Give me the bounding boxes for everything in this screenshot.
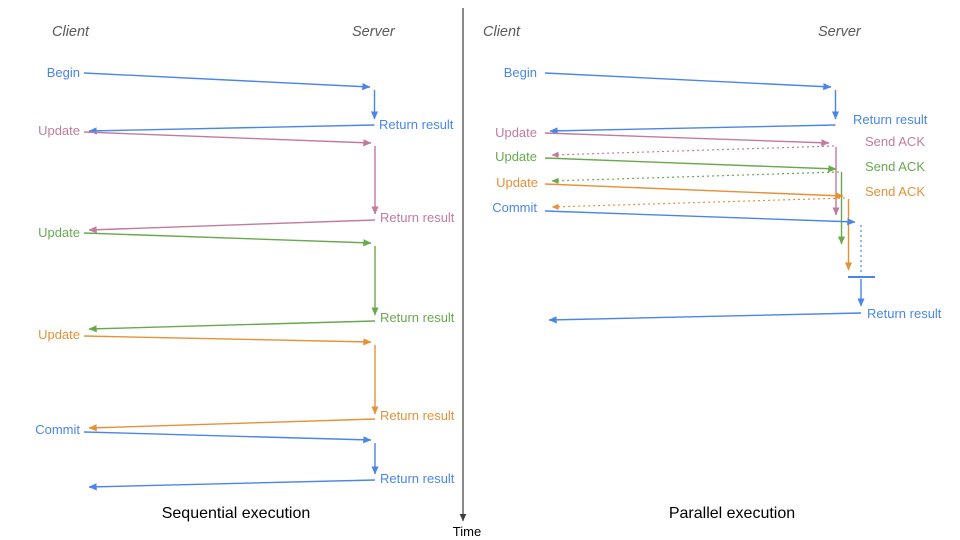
left-update-1-flow <box>83 131 379 234</box>
right-caption: Parallel execution <box>669 505 795 522</box>
request-line <box>83 431 372 444</box>
response-line <box>88 418 376 432</box>
right-update-3-flow <box>544 183 853 271</box>
left-commit-flow <box>83 431 379 491</box>
left-caption: Sequential execution <box>162 505 311 522</box>
response-label: Return result <box>380 471 455 486</box>
request-label: Begin <box>504 65 537 80</box>
request-label: Update <box>495 125 537 140</box>
ack-line <box>551 197 846 210</box>
response-line <box>88 219 376 234</box>
right-begin-flow <box>544 72 840 135</box>
response-line <box>548 312 862 324</box>
ack-label: Send ACK <box>865 159 925 174</box>
request-line <box>83 131 372 147</box>
right-server-header: Server <box>818 24 862 40</box>
ack-label: Send ACK <box>865 134 925 149</box>
ack-label: Send ACK <box>865 184 925 199</box>
time-axis-label: Time <box>453 524 481 539</box>
request-line <box>83 335 372 346</box>
request-line <box>544 210 856 226</box>
request-line <box>544 157 837 173</box>
response-label: Return result <box>380 210 455 225</box>
request-label: Update <box>38 327 80 342</box>
request-label: Update <box>38 123 80 138</box>
response-label: Return result <box>380 408 455 423</box>
request-line <box>83 232 372 247</box>
request-label: Begin <box>47 65 80 80</box>
left-update-2-flow <box>83 232 379 333</box>
right-update-2-flow <box>544 157 846 245</box>
response-line <box>88 479 376 491</box>
response-line <box>88 124 375 135</box>
request-line <box>544 132 830 147</box>
request-label: Commit <box>492 200 537 215</box>
response-line <box>88 320 376 333</box>
ack-line <box>551 145 835 158</box>
request-label: Update <box>496 175 538 190</box>
left-client-header: Client <box>52 24 90 40</box>
response-label: Return result <box>853 112 928 127</box>
ack-line <box>551 171 840 184</box>
response-line <box>549 124 836 135</box>
request-label: Commit <box>35 422 80 437</box>
response-label: Return result <box>379 117 454 132</box>
response-label: Return result <box>867 306 942 321</box>
right-commit-flow <box>544 210 875 324</box>
left-begin-flow <box>83 72 379 135</box>
request-line <box>83 72 371 91</box>
request-label: Update <box>38 225 80 240</box>
request-label: Update <box>495 149 537 164</box>
response-label: Return result <box>380 310 455 325</box>
left-server-header: Server <box>352 24 396 40</box>
right-update-1-flow <box>544 132 840 216</box>
right-client-header: Client <box>483 24 521 40</box>
left-update-3-flow <box>83 335 379 432</box>
request-line <box>544 183 844 200</box>
request-line <box>544 72 832 91</box>
